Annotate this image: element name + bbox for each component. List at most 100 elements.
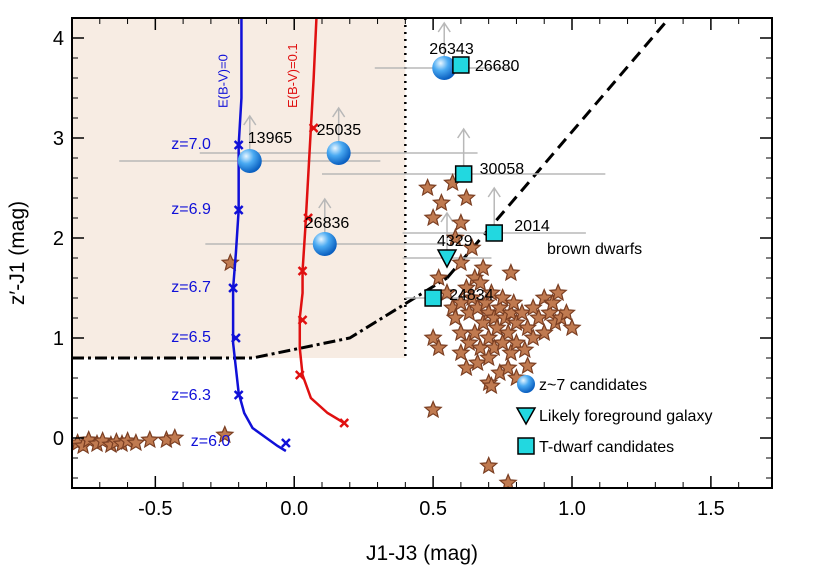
brown-dwarf-star — [456, 187, 476, 207]
brown-dwarf-star — [501, 342, 521, 362]
brown-dwarf-star — [498, 322, 518, 342]
brown-dwarf-star — [431, 192, 451, 212]
track-marker — [228, 283, 238, 293]
brown-dwarf-star — [215, 424, 235, 444]
t-dwarf-square — [485, 224, 503, 242]
selection-cut-dashed — [445, 18, 671, 279]
brown-dwarf-star — [501, 262, 521, 282]
brown-dwarf-star — [479, 327, 499, 347]
y-tick-label: 3 — [53, 128, 64, 150]
x-tick-label: 1.0 — [558, 498, 586, 520]
upper-limit-arrowhead — [243, 114, 257, 126]
track-marker — [281, 438, 291, 448]
brown-dwarf-star — [518, 355, 538, 375]
brown-dwarf-star — [451, 322, 471, 342]
track-marker — [308, 123, 319, 133]
candidate-label: 26836 — [305, 215, 350, 232]
t-dwarf-label: 30058 — [480, 161, 525, 178]
redshift-label: z=6.3 — [171, 387, 211, 404]
t-dwarf-square — [424, 289, 442, 307]
upper-limit-arrowhead — [332, 106, 346, 118]
brown-dwarf-star — [140, 429, 160, 449]
track-marker — [297, 315, 308, 325]
brown-dwarf-star — [515, 339, 535, 359]
foreground-triangle — [436, 249, 458, 269]
brown-dwarf-star — [165, 427, 185, 447]
t-dwarf-label: 2014 — [514, 218, 550, 235]
brown-dwarf-star — [481, 375, 501, 395]
y-tick-label: 0 — [53, 428, 64, 450]
candidate-circle — [237, 149, 262, 173]
track-marker — [297, 266, 308, 276]
brown-dwarf-star — [445, 307, 465, 327]
candidate-label: 26343 — [429, 41, 474, 58]
redshift-label: z=7.0 — [171, 136, 211, 153]
brown-dwarf-star — [543, 292, 563, 312]
brown-dwarf-star — [498, 472, 518, 488]
y-tick-label: 1 — [53, 328, 64, 350]
brown-dwarf-star — [451, 342, 471, 362]
y-tick-label: 2 — [53, 228, 64, 250]
legend-label: z~7 candidates — [539, 377, 647, 394]
brown-dwarf-star — [479, 455, 499, 475]
upper-limit-arrowhead — [318, 197, 332, 209]
brown-dwarf-star — [473, 257, 493, 277]
redshift-label: z=6.9 — [171, 201, 211, 218]
candidate-label: 25035 — [317, 122, 362, 139]
track-line-0 — [231, 18, 287, 453]
track-marker — [339, 418, 350, 428]
brown-dwarf-star — [473, 312, 493, 332]
t-dwarf-label: 24834 — [449, 287, 494, 304]
x-tick-label: -0.5 — [138, 498, 172, 520]
legend-foreground-icon — [515, 407, 537, 426]
brown-dwarf-star — [470, 272, 490, 292]
brown-dwarf-star — [429, 267, 449, 287]
selection-cut-dashdot — [72, 276, 448, 360]
legend-candidate-icon — [517, 375, 535, 393]
brown-dwarf-star — [523, 327, 543, 347]
brown-dwarf-star — [451, 212, 471, 232]
brown-dwarf-star — [445, 227, 465, 247]
t-dwarf-square — [454, 165, 473, 183]
brown-dwarf-star — [529, 307, 549, 327]
track-marker — [303, 213, 313, 223]
upper-limit-arrowhead — [440, 211, 454, 223]
brown-dwarf-star — [462, 287, 482, 307]
x-tick-label: 0.5 — [419, 498, 447, 520]
legend-label: Likely foreground galaxy — [539, 408, 712, 425]
x-tick-label: 1.5 — [697, 498, 725, 520]
brown-dwarf-star — [468, 352, 488, 372]
y-tick-label: 4 — [53, 28, 64, 50]
track-marker — [233, 390, 244, 400]
track-marker — [294, 370, 305, 380]
brown-dwarf-star — [465, 322, 485, 342]
brown-dwarf-star — [429, 337, 449, 357]
brown-dwarf-star — [512, 302, 532, 322]
brown-dwarf-star — [423, 207, 443, 227]
x-tick-label: 0.0 — [280, 498, 308, 520]
t-dwarf-label: 26680 — [475, 58, 520, 75]
redshift-label: z=6.5 — [171, 329, 211, 346]
brown-dwarf-star — [451, 252, 471, 272]
brown-dwarfs-annotation: brown dwarfs — [547, 241, 642, 258]
t-dwarf-square — [452, 56, 470, 74]
brown-dwarf-star — [456, 357, 476, 377]
brown-dwarf-star — [556, 302, 576, 322]
brown-dwarf-star — [548, 282, 568, 302]
candidate-circle — [432, 56, 457, 80]
brown-dwarf-star — [126, 432, 146, 452]
brown-dwarf-star — [504, 292, 524, 312]
track-line-1 — [298, 18, 345, 425]
plot-frame — [71, 17, 773, 489]
upper-limit-arrowhead — [457, 127, 471, 139]
legend-label: T-dwarf candidates — [539, 439, 674, 456]
legend-tdwarf-icon — [517, 437, 535, 455]
upper-limit-arrowhead — [437, 21, 451, 33]
brown-dwarf-star — [451, 292, 471, 312]
track-marker — [233, 205, 244, 215]
track-label-ebv01: E(B-V)=0.1 — [285, 43, 300, 108]
brown-dwarf-star — [423, 327, 443, 347]
candidate-label: 13965 — [248, 130, 293, 147]
upper-limit-arrowhead — [487, 186, 501, 198]
